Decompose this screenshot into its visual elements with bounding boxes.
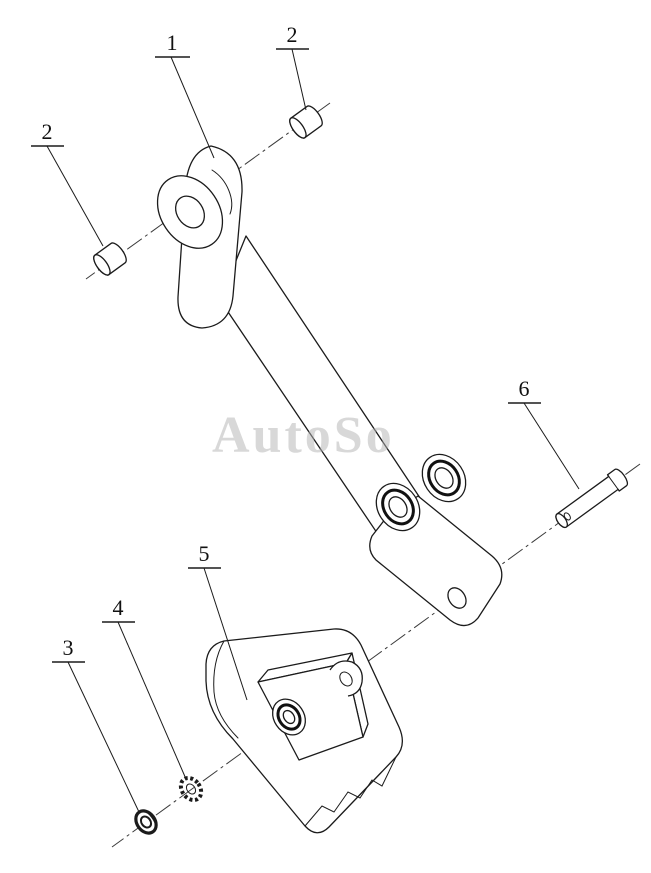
leader-line-6 bbox=[523, 402, 580, 490]
part-eye-lower-ring bbox=[381, 488, 415, 526]
watermark-text: AutoSo bbox=[212, 407, 395, 464]
part-top-boss-bore bbox=[174, 195, 206, 229]
part-bracket-bushing-ring bbox=[276, 703, 302, 731]
part-top-boss-back-rim bbox=[211, 169, 233, 215]
part-pin-cross-hole bbox=[563, 512, 571, 521]
leader-line-2-upper bbox=[291, 48, 307, 111]
part-pin-end-face bbox=[555, 512, 568, 529]
callout-4-label: 4 bbox=[113, 595, 124, 620]
part-nut bbox=[134, 809, 158, 835]
part-bracket-flange-curve bbox=[213, 640, 239, 739]
leader-line-4 bbox=[117, 621, 187, 780]
part-eye-lower-bore bbox=[388, 496, 408, 518]
part-bracket-ear bbox=[329, 660, 363, 697]
part-lock-washer bbox=[178, 775, 204, 803]
callout-3-label: 3 bbox=[63, 635, 74, 660]
leader-line-3 bbox=[67, 661, 140, 813]
callout-2-upper-label: 2 bbox=[287, 22, 298, 47]
part-lock-washer-bore bbox=[185, 783, 197, 795]
part-nut-bore bbox=[139, 815, 153, 829]
part-pin bbox=[555, 468, 629, 529]
part-eye-upper-bore bbox=[434, 467, 454, 489]
leader-line-1 bbox=[170, 56, 215, 159]
part-bracket-ear-hole bbox=[339, 671, 353, 687]
callout-5-label: 5 bbox=[199, 541, 210, 566]
leader-line-5 bbox=[203, 567, 248, 701]
part-bushing-upper bbox=[289, 105, 323, 139]
callout-1-label: 1 bbox=[167, 30, 178, 55]
centerline-lower-axis bbox=[111, 463, 641, 848]
part-bracket-serrated-edge bbox=[304, 756, 397, 827]
part-bracket-bushing-bore bbox=[282, 709, 296, 725]
leader-line-2-left bbox=[46, 145, 104, 247]
part-bushing-left-face bbox=[93, 254, 111, 276]
part-nut-side-rim bbox=[143, 810, 157, 828]
part-clevis-plate-hole bbox=[447, 587, 467, 609]
callout-2-left-label: 2 bbox=[42, 119, 53, 144]
part-eye-upper-ring bbox=[427, 459, 461, 497]
part-bushing-upper-face bbox=[289, 117, 307, 139]
part-bracket-block bbox=[257, 662, 364, 761]
part-lock-washer-teeth bbox=[178, 775, 204, 803]
part-bushing-left bbox=[93, 242, 127, 276]
part-pin-head-line bbox=[607, 474, 620, 492]
callout-6-label: 6 bbox=[519, 376, 530, 401]
